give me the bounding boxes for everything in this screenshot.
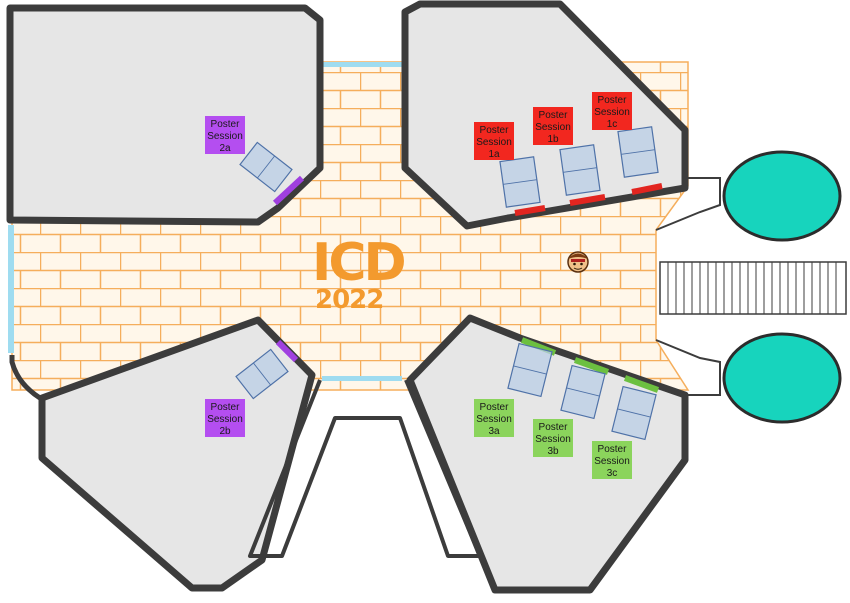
poster-board-3a[interactable] [507,342,553,398]
svg-text:Poster: Poster [211,119,241,130]
poster-board-1b[interactable] [559,144,601,196]
room-2a [6,4,324,226]
poster-board-1c[interactable] [617,126,659,178]
sign-1a[interactable]: Poster Session 1a [474,122,514,160]
svg-text:1b: 1b [547,134,559,145]
door-1a[interactable] [514,205,546,216]
svg-text:2a: 2a [219,143,231,154]
door-2a[interactable] [272,175,305,206]
door-3c[interactable] [623,375,660,393]
stair-steps [667,262,837,314]
svg-text:2b: 2b [219,426,231,437]
south-wall [9,355,482,558]
sign-3a[interactable]: Poster Session 3a [474,399,514,437]
svg-text:1a: 1a [488,149,500,160]
door-1b[interactable] [569,194,606,206]
avatar-icon[interactable] [567,251,589,273]
poster-board-1a[interactable] [499,156,541,208]
svg-text:Session: Session [476,137,512,148]
window-top [322,62,402,67]
sign-1c[interactable]: Poster Session 1c [592,92,632,130]
svg-text:Poster: Poster [480,125,510,136]
svg-text:Poster: Poster [539,110,569,121]
svg-text:Session: Session [535,434,571,445]
sign-3b[interactable]: Poster Session 3b [533,419,573,457]
window-bottom [322,376,402,381]
event-logo: ICD 2022 [312,233,408,315]
exit-stairs[interactable] [659,261,847,315]
svg-text:Poster: Poster [480,402,510,413]
sign-3c[interactable]: Poster Session 3c [592,441,632,479]
svg-text:Session: Session [207,131,243,142]
pool-north [722,150,842,242]
svg-text:1c: 1c [607,119,618,130]
poster-board-2a[interactable] [239,141,293,193]
svg-text:Session: Session [594,107,630,118]
svg-text:3b: 3b [547,446,559,457]
logo-line1: ICD [312,233,405,293]
poster-board-3b[interactable] [560,364,606,420]
svg-text:Poster: Poster [539,422,569,433]
svg-text:Session: Session [535,122,571,133]
svg-text:3c: 3c [607,468,618,479]
poster-board-3c[interactable] [611,385,657,441]
sign-2a[interactable]: Poster Session 2a [205,116,245,154]
svg-text:Session: Session [594,456,630,467]
svg-text:Poster: Poster [211,402,241,413]
sign-2b[interactable]: Poster Session 2b [205,399,245,437]
windows [8,62,402,381]
east-exit [655,150,847,424]
room-2b [38,316,316,592]
door-2b[interactable] [275,339,299,363]
pool-south [722,332,842,424]
svg-text:3a: 3a [488,426,500,437]
logo-line2: 2022 [315,285,383,315]
svg-text:Session: Session [207,414,243,425]
svg-text:Poster: Poster [598,444,628,455]
window-left [8,225,14,353]
door-1c[interactable] [631,183,663,195]
poster-board-2b[interactable] [235,348,289,400]
door-3b[interactable] [573,357,610,375]
svg-text:Poster: Poster [598,95,628,106]
sign-1b[interactable]: Poster Session 1b [533,107,573,145]
svg-text:Session: Session [476,414,512,425]
